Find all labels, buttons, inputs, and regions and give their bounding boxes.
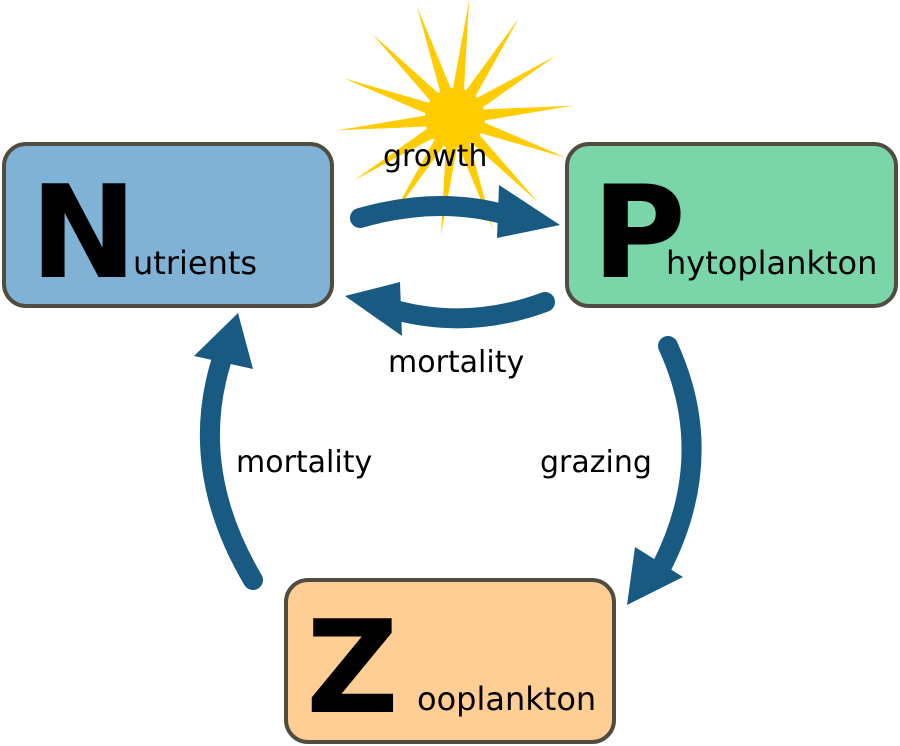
grazing-label: grazing (540, 445, 652, 480)
phytoplankton-box (565, 142, 898, 308)
growth-label: growth (383, 139, 488, 174)
nutrients-letter: N (30, 159, 138, 308)
sun-icon (337, 0, 573, 236)
mortality-label-p-to-n: mortality (388, 345, 525, 380)
zooplankton-letter: Z (306, 594, 399, 743)
zooplankton-label: ooplankton (417, 680, 597, 718)
mortality-arrow-p-to-n (345, 282, 555, 336)
phytoplankton-label: hytoplankton (666, 244, 878, 282)
nutrients-label: utrients (133, 244, 258, 282)
nutrients-box (2, 142, 334, 308)
grazing-arrow (627, 336, 702, 605)
zooplankton-box (284, 578, 616, 744)
growth-arrow (350, 185, 560, 238)
phytoplankton-letter: P (592, 159, 686, 308)
mortality-label-z-to-n: mortality (236, 445, 373, 480)
mortality-arrow-z-to-n (194, 313, 263, 590)
